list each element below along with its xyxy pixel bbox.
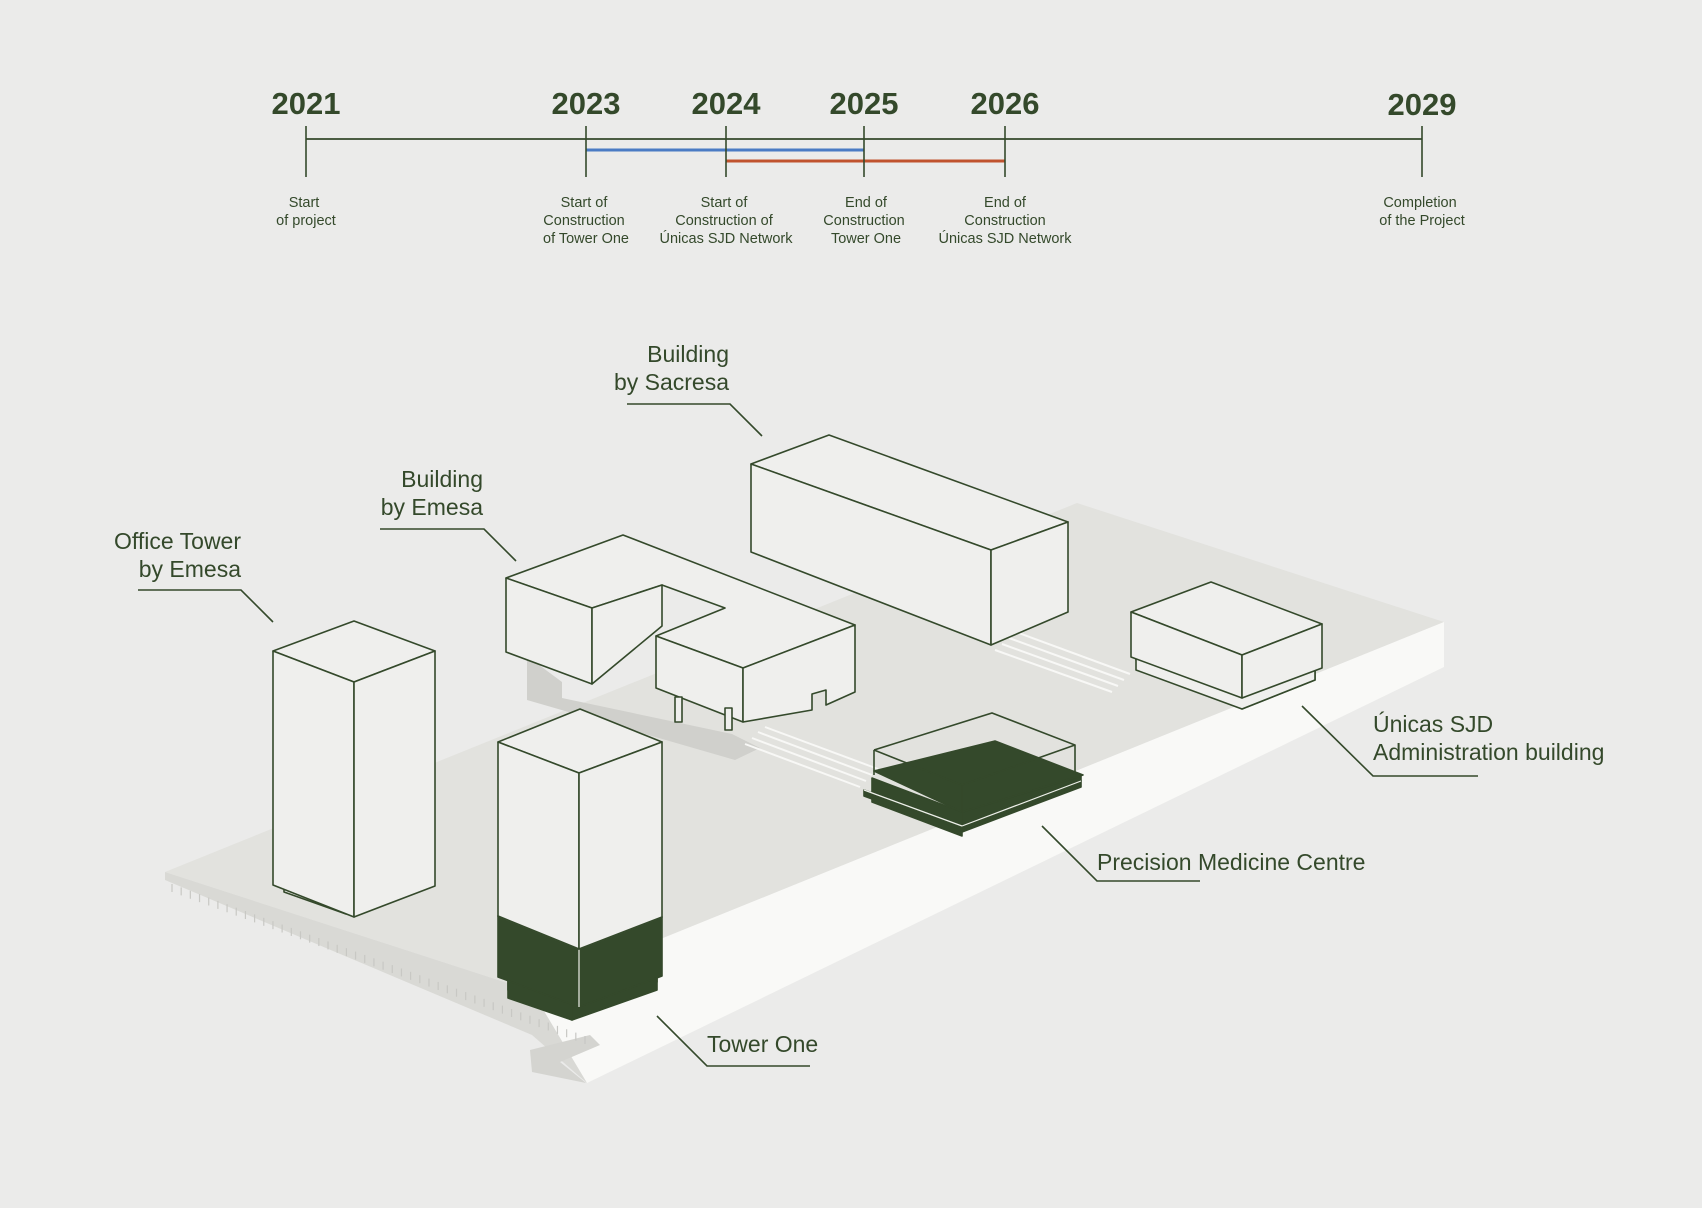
milestone-2021: 2021 Start of project <box>272 86 341 229</box>
office-tower-right-face <box>353 650 436 918</box>
label-sacresa-line: Building <box>647 341 729 367</box>
milestone-2026: 2026 End of Construction Únicas SJD Netw… <box>939 86 1073 247</box>
leader-lines <box>138 403 1478 1067</box>
milestone-2024: 2024 Start of Construction of Únicas SJD… <box>660 86 794 247</box>
building-sacresa <box>750 434 1069 646</box>
leader-tower-one <box>656 1015 810 1067</box>
milestone-year: 2025 <box>830 86 899 121</box>
milestone-caption-line: End of <box>845 195 888 211</box>
site-platform <box>165 503 1444 1083</box>
platform-left-face <box>165 872 587 1083</box>
label-tower-one: Tower One <box>707 1031 818 1057</box>
tower-one-glass-right <box>578 741 663 950</box>
label-emesa-building-line: Building <box>401 466 483 492</box>
milestone-year: 2024 <box>692 86 762 121</box>
walkway-steps-right <box>994 631 1131 693</box>
milestone-2025: 2025 End of Construction Tower One <box>823 86 904 247</box>
building-emesa <box>505 534 856 731</box>
emesa-front-right-face <box>742 624 856 723</box>
milestone-caption-line: End of <box>984 195 1027 211</box>
pmc-dark-top <box>873 740 1084 813</box>
emesa-inner-face <box>591 584 663 685</box>
leader-unicas-admin <box>1301 705 1478 777</box>
label-unicas-admin-line: Únicas SJD <box>1373 711 1493 737</box>
milestone-2023: 2023 Start of Construction of Tower One <box>543 86 629 247</box>
leader-precision <box>1041 825 1200 882</box>
milestone-year: 2021 <box>272 86 341 121</box>
platform-front-face <box>532 622 1444 1083</box>
emesa-column <box>724 707 733 731</box>
building-tower-one <box>497 708 663 1021</box>
milestone-caption-line: Completion <box>1383 195 1456 211</box>
emesa-column <box>674 696 683 723</box>
office-tower-left-face <box>272 650 355 918</box>
building-office-tower <box>272 620 436 918</box>
label-sacresa-line: by Sacresa <box>614 369 729 395</box>
milestone-year: 2029 <box>1388 87 1457 122</box>
milestone-caption-line: Construction <box>964 213 1045 229</box>
label-precision-medicine: Precision Medicine Centre <box>1097 849 1365 875</box>
label-unicas-admin-line: Administration building <box>1373 739 1604 765</box>
milestone-caption-line: Tower One <box>831 231 901 247</box>
label-emesa-building-line: by Emesa <box>381 494 483 520</box>
milestone-caption-line: Únicas SJD Network <box>939 230 1073 247</box>
timeline: 2021 Start of project 2023 Start of Cons… <box>272 86 1465 247</box>
milestone-2029: 2029 Completion of the Project <box>1379 87 1464 229</box>
milestone-caption-line: of the Project <box>1379 213 1464 229</box>
milestone-caption-line: Construction <box>543 213 624 229</box>
milestone-caption-line: Start of <box>561 195 609 211</box>
milestone-caption-line: Únicas SJD Network <box>660 230 794 247</box>
tower-one-glass-left <box>497 741 580 950</box>
milestone-caption-line: Start <box>289 195 320 211</box>
milestone-caption-line: Construction <box>823 213 904 229</box>
building-unicas-admin <box>1130 581 1323 710</box>
pmc-dark-left <box>871 777 963 837</box>
milestone-caption-line: of Tower One <box>543 231 629 247</box>
leader-sacresa <box>627 403 763 437</box>
walkway-steps-left <box>744 726 879 788</box>
milestone-caption-line: Construction of <box>675 213 773 229</box>
building-labels: Building by Sacresa Building by Emesa Of… <box>114 341 1604 1057</box>
platform-edge-ticks <box>171 884 586 1044</box>
sacresa-right-face <box>990 521 1069 646</box>
milestone-caption-line: Start of <box>701 195 749 211</box>
milestone-year: 2026 <box>971 86 1040 121</box>
building-precision-medicine <box>863 712 1084 837</box>
platform-ramp <box>530 1035 600 1083</box>
milestone-year: 2023 <box>552 86 621 121</box>
building-shadow <box>527 656 760 760</box>
unicas-right-face <box>1241 623 1323 699</box>
label-office-tower-line: by Emesa <box>139 556 241 582</box>
label-office-tower-line: Office Tower <box>114 528 241 554</box>
milestone-caption-line: of project <box>276 213 336 229</box>
leader-office-tower <box>138 589 274 623</box>
pmc-glass-outline <box>873 712 1076 775</box>
leader-emesa-building <box>380 528 517 562</box>
platform-top <box>165 503 1444 991</box>
